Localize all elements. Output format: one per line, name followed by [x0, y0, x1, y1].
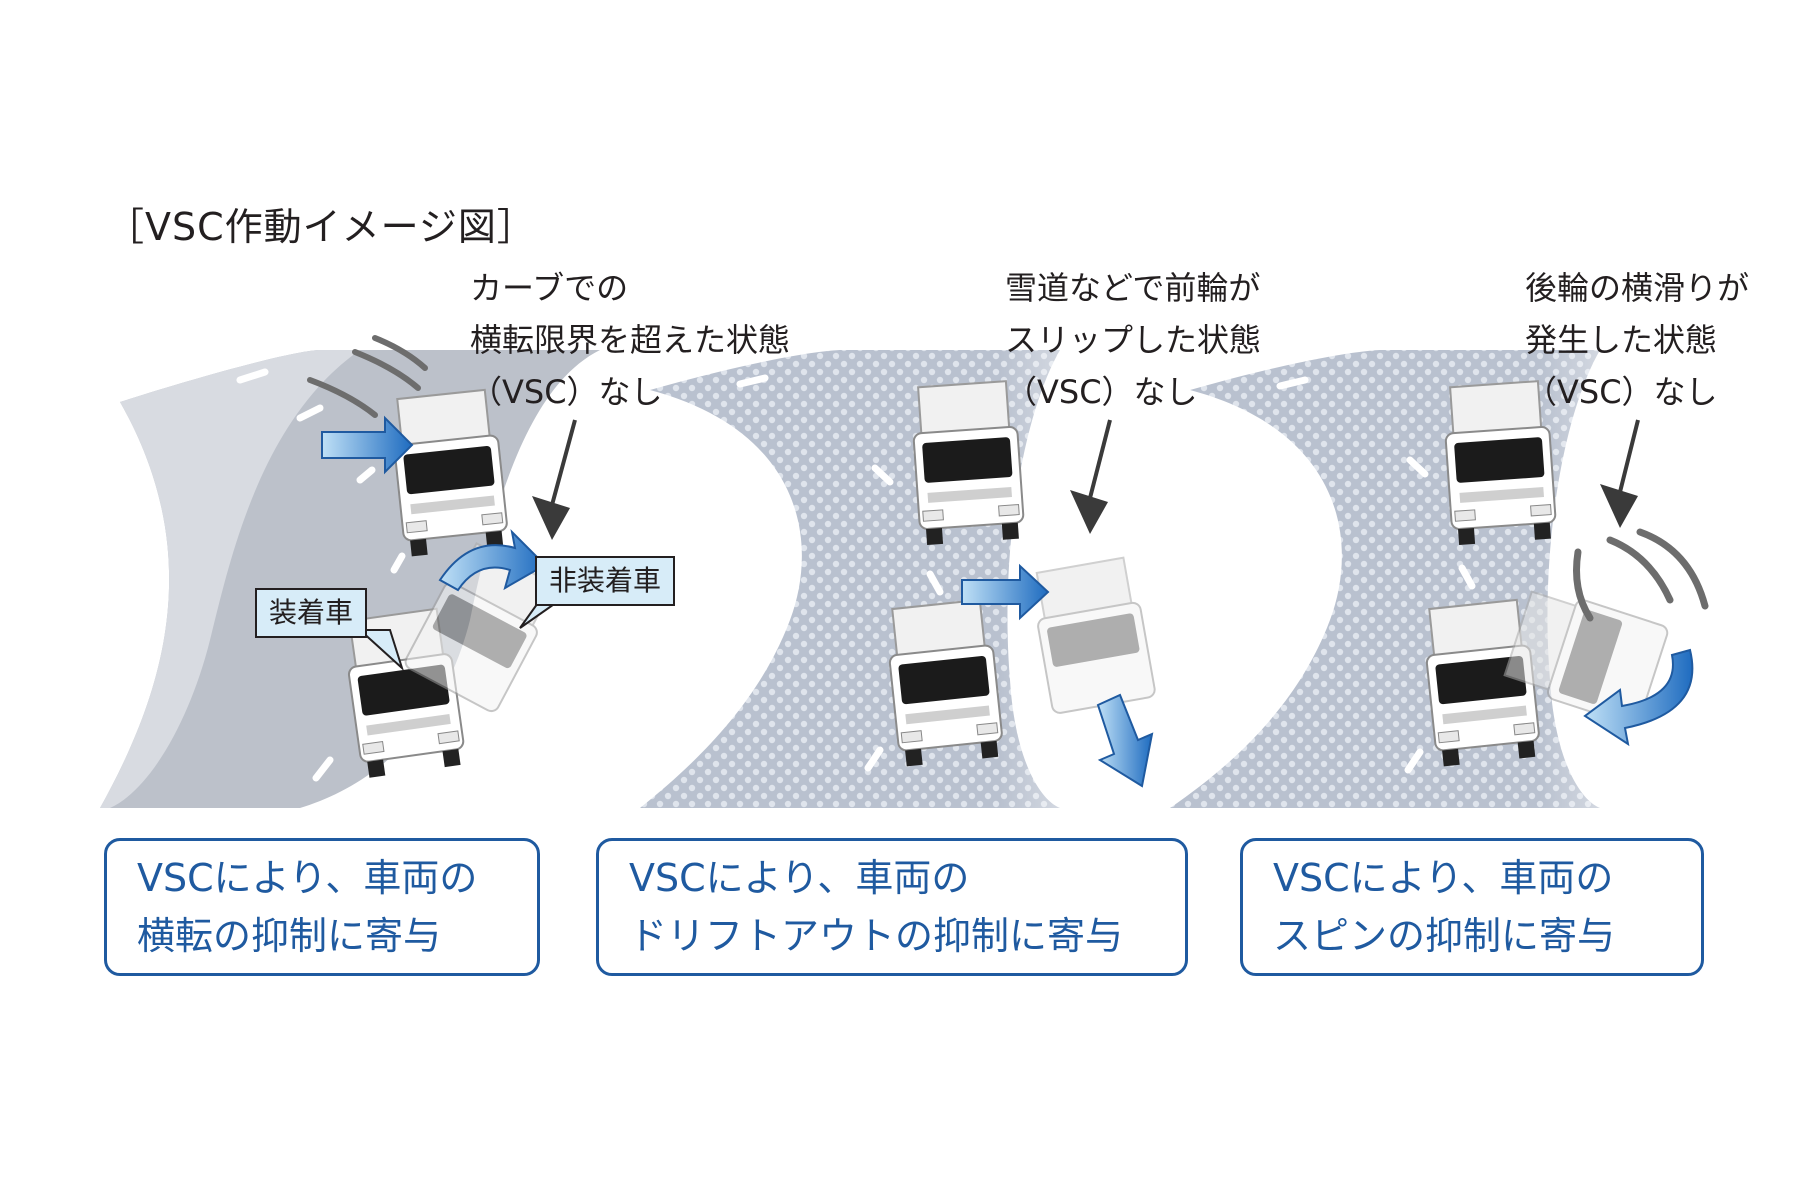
result-line: スピンの抑制に寄与 [1273, 914, 1616, 958]
tag-not-equipped: 非装着車 [535, 556, 676, 606]
tag-tail-equipped [357, 629, 405, 672]
result-line: 横転の抑制に寄与 [137, 914, 442, 958]
caption-line: 雪道などで前輪が [1005, 269, 1261, 307]
result-box-panel-1: VSCにより、車両の 横転の抑制に寄与 [104, 838, 540, 976]
caption-panel-1: カーブでの 横転限界を超えた状態 （VSC）なし [470, 262, 790, 418]
caption-line: カーブでの [470, 269, 629, 307]
result-box-panel-3: VSCにより、車両の スピンの抑制に寄与 [1240, 838, 1704, 976]
arrow-spin-panel-3 [1583, 648, 1694, 747]
result-line: ドリフトアウトの抑制に寄与 [629, 914, 1124, 958]
caption-line: （VSC）なし [470, 373, 663, 411]
tag-equipped: 装着車 [255, 588, 368, 638]
pointer-arrow-panel-3 [1600, 419, 1640, 528]
caption-panel-2: 雪道などで前輪が スリップした状態 （VSC）なし [1005, 262, 1261, 418]
caption-line: （VSC）なし [1005, 373, 1198, 411]
diagram-title: ［VSC作動イメージ図］ [106, 205, 536, 249]
caption-line: 横転限界を超えた状態 [470, 321, 791, 359]
pointer-arrow-panel-1 [532, 419, 577, 540]
arrow-drift-panel-2 [1096, 693, 1154, 788]
result-line: VSCにより、車両の [629, 856, 970, 900]
motion-lines-panel-3 [1573, 528, 1709, 622]
result-line: VSCにより、車両の [1273, 856, 1614, 900]
caption-line: 後輪の横滑りが [1525, 269, 1750, 307]
motion-lines-panel-1 [307, 335, 428, 418]
pointer-arrow-panel-2 [1070, 419, 1112, 534]
arrow-forward-panel-1 [321, 415, 414, 475]
arrow-forward-panel-2 [961, 563, 1050, 621]
result-box-panel-2: VSCにより、車両の ドリフトアウトの抑制に寄与 [596, 838, 1188, 976]
result-line: VSCにより、車両の [137, 856, 478, 900]
caption-panel-3: 後輪の横滑りが 発生した状態 （VSC）なし [1525, 262, 1749, 418]
caption-line: スリップした状態 [1005, 321, 1262, 359]
caption-line: （VSC）なし [1525, 373, 1718, 411]
caption-line: 発生した状態 [1525, 321, 1718, 359]
